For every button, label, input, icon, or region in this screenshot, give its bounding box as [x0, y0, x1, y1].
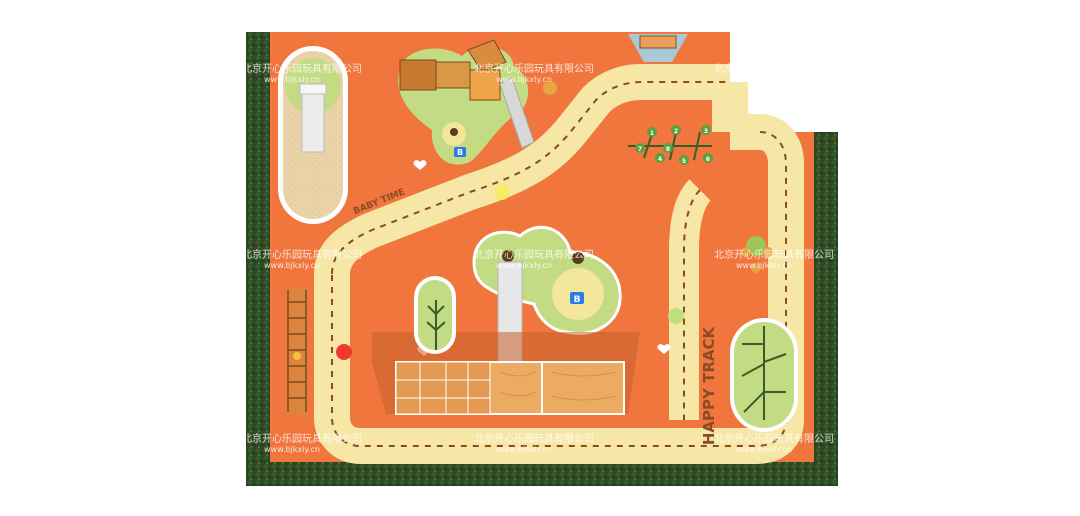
tree-number: 8 [666, 146, 670, 153]
wooden-deck [395, 361, 625, 415]
sandbox [278, 46, 348, 224]
svg-text:www.bjkxly.cn: www.bjkxly.cn [496, 75, 552, 84]
tree-number: 6 [706, 156, 710, 163]
svg-text:www.bjkxly.cn: www.bjkxly.cn [264, 75, 320, 84]
svg-text:www.bjkxly.cn: www.bjkxly.cn [264, 445, 320, 454]
tree-number: 2 [674, 128, 678, 135]
svg-text:北京开心乐园玩具有限公司: 北京开心乐园玩具有限公司 [714, 432, 834, 445]
tree-left [414, 276, 456, 354]
svg-text:www.bjkxly.cn: www.bjkxly.cn [736, 445, 792, 454]
tree-number: 7 [638, 146, 642, 153]
svg-text:www.bjkxly.cn: www.bjkxly.cn [736, 261, 792, 270]
b-sign-right: B [574, 295, 581, 305]
rope-bridge-top [628, 34, 688, 62]
svg-text:www.bjkxly.cn: www.bjkxly.cn [264, 261, 320, 270]
svg-text:北京开心乐园玩具有限公司: 北京开心乐园玩具有限公司 [474, 248, 594, 261]
svg-text:www.bjkxly.cn: www.bjkxly.cn [496, 261, 552, 270]
svg-text:北京开心乐园玩具有限公司: 北京开心乐园玩具有限公司 [714, 62, 834, 75]
svg-text:北京开心乐园玩具有限公司: 北京开心乐园玩具有限公司 [242, 432, 362, 445]
happy-track-label: HAPPY TRACK [700, 325, 718, 445]
hedge-border [246, 32, 838, 486]
tree-number: 3 [704, 128, 708, 135]
svg-text:北京开心乐园玩具有限公司: 北京开心乐园玩具有限公司 [474, 62, 594, 75]
track [314, 64, 804, 464]
climbing-structure: B [398, 39, 557, 165]
svg-text:北京开心乐园玩具有限公司: 北京开心乐园玩具有限公司 [474, 432, 594, 445]
tree-number: 1 [650, 130, 654, 137]
track-light-red [336, 344, 352, 360]
svg-text:北京开心乐园玩具有限公司: 北京开心乐园玩具有限公司 [242, 62, 362, 75]
ladder-left [286, 288, 308, 414]
number-trees: 1 2 3 4 5 6 7 8 [628, 125, 713, 165]
track-light-yellow [494, 184, 510, 200]
tree-number: 4 [658, 156, 662, 163]
svg-text:www.bjkxly.cn: www.bjkxly.cn [496, 445, 552, 454]
tree-right [730, 236, 798, 432]
watermark: 北京开心乐园玩具有限公司 www.bjkxly.cn 北京开心乐园玩具有限公司 … [242, 62, 834, 454]
track-light-green [668, 308, 684, 324]
svg-text:www.bjkxly.cn: www.bjkxly.cn [736, 75, 792, 84]
tree-number: 5 [682, 158, 686, 165]
svg-text:北京开心乐园玩具有限公司: 北京开心乐园玩具有限公司 [242, 248, 362, 261]
svg-text:北京开心乐园玩具有限公司: 北京开心乐园玩具有限公司 [714, 248, 834, 261]
b-sign-left: B [457, 148, 463, 157]
